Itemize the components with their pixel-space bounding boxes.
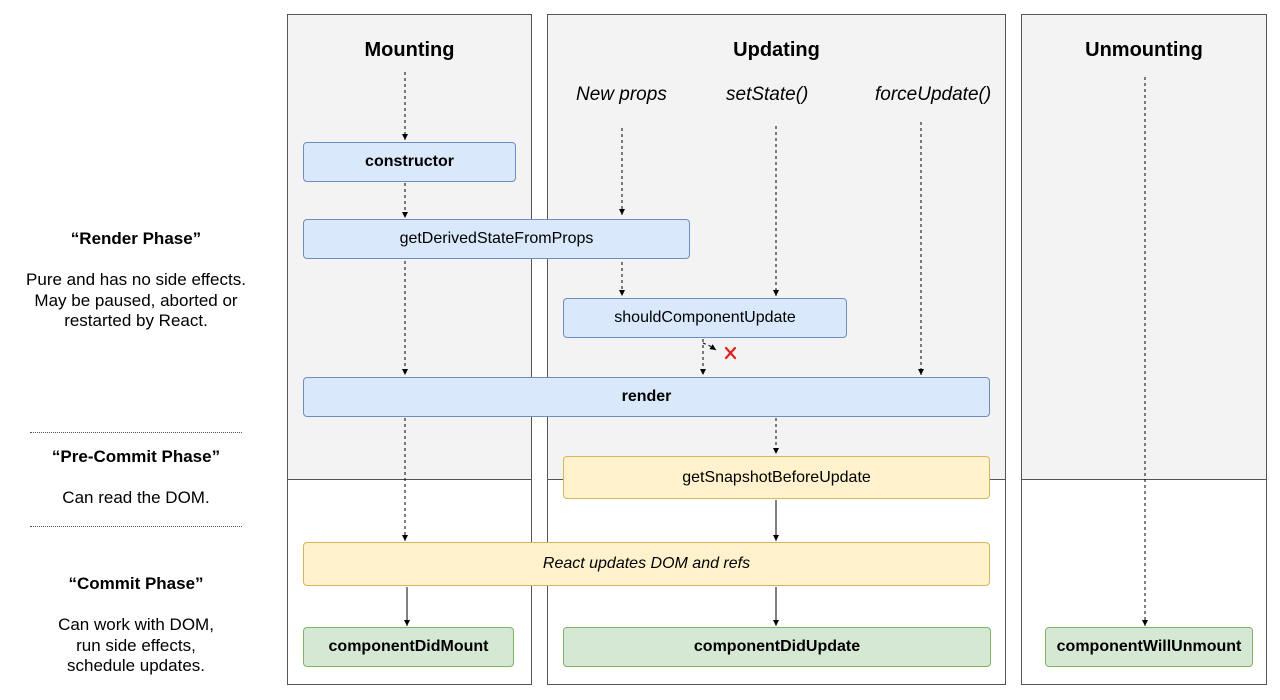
component-will-unmount-box: componentWillUnmount xyxy=(1045,627,1253,667)
render-phase-description: Pure and has no side effects. May be pau… xyxy=(0,270,272,332)
trigger-new-props: New props xyxy=(576,84,667,105)
render-box: render xyxy=(303,377,990,417)
get-derived-state-from-props-box: getDerivedStateFromProps xyxy=(303,219,690,259)
column-split xyxy=(288,479,531,480)
updating-column-title: Updating xyxy=(733,39,820,61)
column-split xyxy=(1022,479,1266,480)
react-updates-dom-box: React updates DOM and refs xyxy=(303,542,990,586)
commit-phase-desc-line: schedule updates. xyxy=(67,656,205,675)
phase-separator xyxy=(30,432,242,433)
trigger-force-update: forceUpdate() xyxy=(875,84,992,105)
render-phase-desc-line: Pure and has no side effects. xyxy=(26,270,246,289)
commit-phase-desc-line: Can work with DOM, xyxy=(58,615,214,634)
mounting-column-title: Mounting xyxy=(364,39,455,61)
component-did-update-box: componentDidUpdate xyxy=(563,627,991,667)
render-phase-title: “Render Phase” xyxy=(70,229,202,248)
cancel-x-icon xyxy=(724,346,737,360)
precommit-phase-title: “Pre-Commit Phase” xyxy=(51,447,221,466)
commit-phase-title: “Commit Phase” xyxy=(68,574,204,593)
should-component-update-box: shouldComponentUpdate xyxy=(563,298,847,338)
unmounting-column: Unmounting xyxy=(1021,14,1267,685)
unmounting-column-title: Unmounting xyxy=(1085,39,1203,61)
phase-separator xyxy=(30,526,242,527)
component-did-mount-box: componentDidMount xyxy=(303,627,514,667)
render-phase-desc-line: restarted by React. xyxy=(64,311,208,330)
get-snapshot-before-update-box: getSnapshotBeforeUpdate xyxy=(563,456,990,499)
constructor-box: constructor xyxy=(303,142,516,182)
precommit-phase-description: Can read the DOM. xyxy=(62,488,210,507)
arrow-scu-cancel xyxy=(702,342,717,351)
commit-phase-description: Can work with DOM, run side effects, sch… xyxy=(0,615,272,677)
trigger-set-state: setState() xyxy=(726,84,809,105)
commit-phase-desc-line: run side effects, xyxy=(76,635,196,655)
render-phase-desc-line: May be paused, aborted or xyxy=(34,290,238,310)
